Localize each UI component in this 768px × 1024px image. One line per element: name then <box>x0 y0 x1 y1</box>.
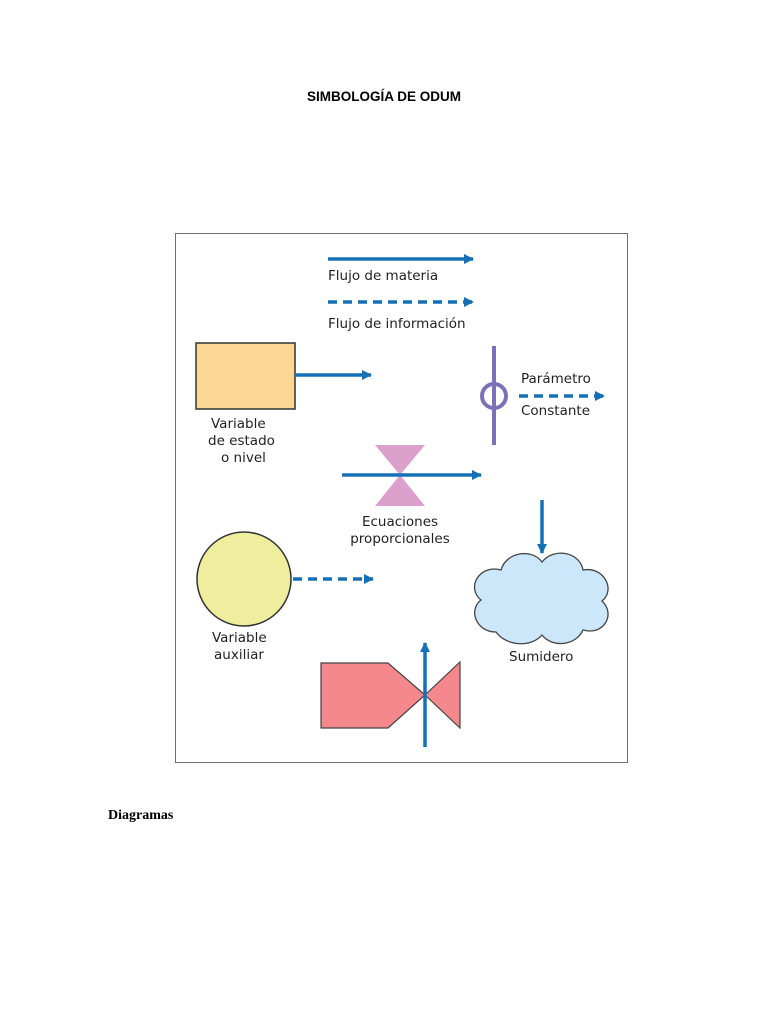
rate-equations-label-line1: Ecuaciones <box>361 514 439 530</box>
state-variable-label-line2: de estado <box>208 433 275 449</box>
odum-symbols-diagram <box>195 254 609 747</box>
auxiliary-variable-label-line2: auxiliar <box>214 647 264 663</box>
source-body <box>320 662 426 729</box>
section-heading: Diagramas <box>108 808 174 823</box>
auxiliary-variable-circle <box>196 531 292 627</box>
parameter-circle-icon <box>480 382 508 410</box>
page-title: SIMBOLOGÍA DE ODUM <box>307 89 461 104</box>
constant-label: Constante <box>521 403 590 419</box>
rate-equations-label-line2: proporcionales <box>350 531 450 547</box>
information-flow-label: Flujo de información <box>328 316 466 332</box>
state-variable-label-line1: Variable <box>211 416 266 432</box>
parameter-label: Parámetro <box>521 371 591 387</box>
auxiliary-variable-label-line1: Variable <box>212 630 267 646</box>
sink-cloud-icon <box>473 552 609 645</box>
rate-valve-bottom <box>375 475 425 506</box>
state-variable-label-line3: o nivel <box>221 450 266 466</box>
source-flap <box>424 660 461 730</box>
odum-symbols-figure: Flujo de materia Flujo de información Va… <box>175 233 628 763</box>
rate-valve-top <box>375 445 425 475</box>
state-variable-box <box>195 342 296 410</box>
material-flow-label: Flujo de materia <box>328 268 439 284</box>
sink-label: Sumidero <box>509 649 574 665</box>
